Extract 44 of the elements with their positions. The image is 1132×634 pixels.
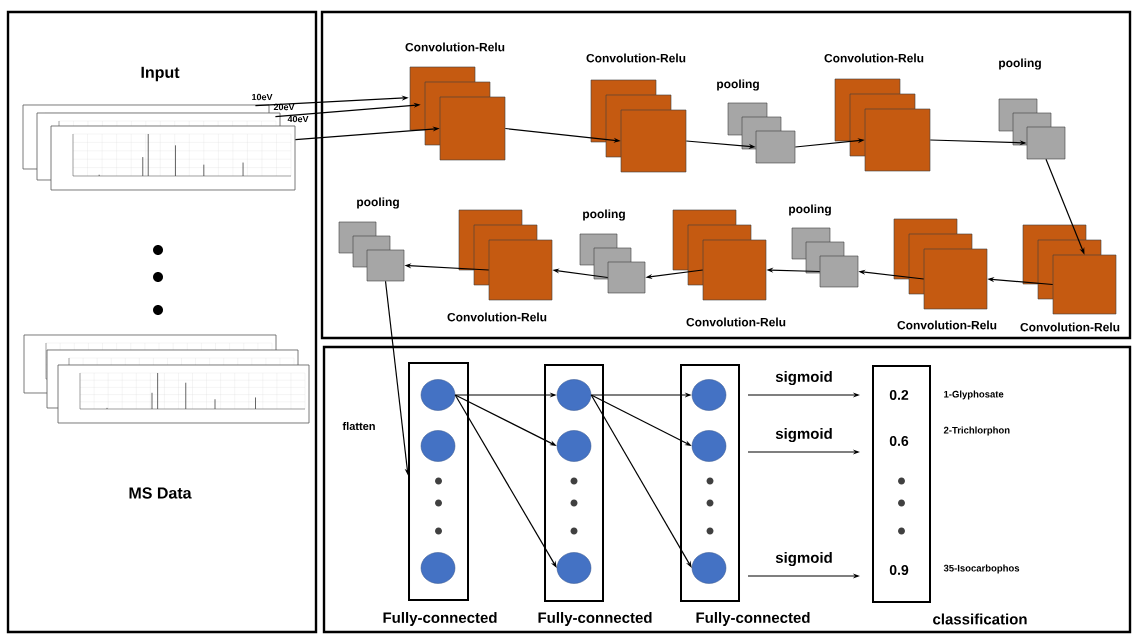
arrow (590, 394, 692, 568)
layer-label: pooling (357, 197, 399, 209)
layer-label: Convolution-Relu (405, 42, 505, 52)
panel-heading: Input (141, 66, 180, 82)
edge-label: sigmoid (774, 369, 834, 386)
layer-label: classification (933, 613, 1027, 625)
edge-label: sigmoid (774, 426, 834, 443)
neuron-circle (691, 430, 727, 462)
class-name: 1-Glyphosate (944, 390, 1004, 400)
layer-label: Convolution-Relu (824, 53, 924, 63)
panel-heading: MS Data (129, 487, 192, 499)
layer-label: Fully-connected (696, 612, 810, 626)
neuron-circle (691, 379, 727, 411)
output-value: 0.9 (889, 565, 909, 575)
output-value: 0.2 (889, 390, 909, 400)
layer-label: pooling (717, 79, 759, 91)
neuron-circle (691, 552, 727, 584)
neuron-circle (556, 379, 592, 411)
edge-label: sigmoid (774, 550, 834, 567)
layer-label: Fully-connected (538, 612, 652, 626)
layer-label: Fully-connected (383, 612, 497, 626)
neuron-circle (420, 430, 456, 462)
output-value: 0.6 (889, 436, 909, 446)
layer-label: pooling (583, 209, 625, 221)
neuron-circle (420, 552, 456, 584)
arrow (454, 394, 557, 568)
layer-label: pooling (789, 204, 831, 216)
class-name: 2-Trichlorphon (943, 426, 1010, 436)
layer-label: Convolution-Relu (897, 320, 997, 330)
neuron-circle (556, 552, 592, 584)
panel-frame (320, 10, 1132, 340)
neuron-circle (420, 379, 456, 411)
layer-label: Convolution-Relu (686, 317, 786, 327)
energy-label: 10eV (252, 93, 273, 101)
layer-label: Convolution-Relu (586, 53, 686, 63)
layer-label: Convolution-Relu (447, 312, 547, 322)
layer-label: pooling (999, 58, 1041, 70)
class-name: 35-Isocarbophos (943, 564, 1020, 574)
layer-label: Convolution-Relu (1020, 322, 1120, 332)
mass-spectrum-drawing (57, 364, 310, 424)
energy-label: 40eV (287, 115, 309, 123)
neuron-circle (556, 430, 592, 462)
edge-label: flatten (341, 420, 377, 432)
panel-frame (322, 345, 1132, 634)
